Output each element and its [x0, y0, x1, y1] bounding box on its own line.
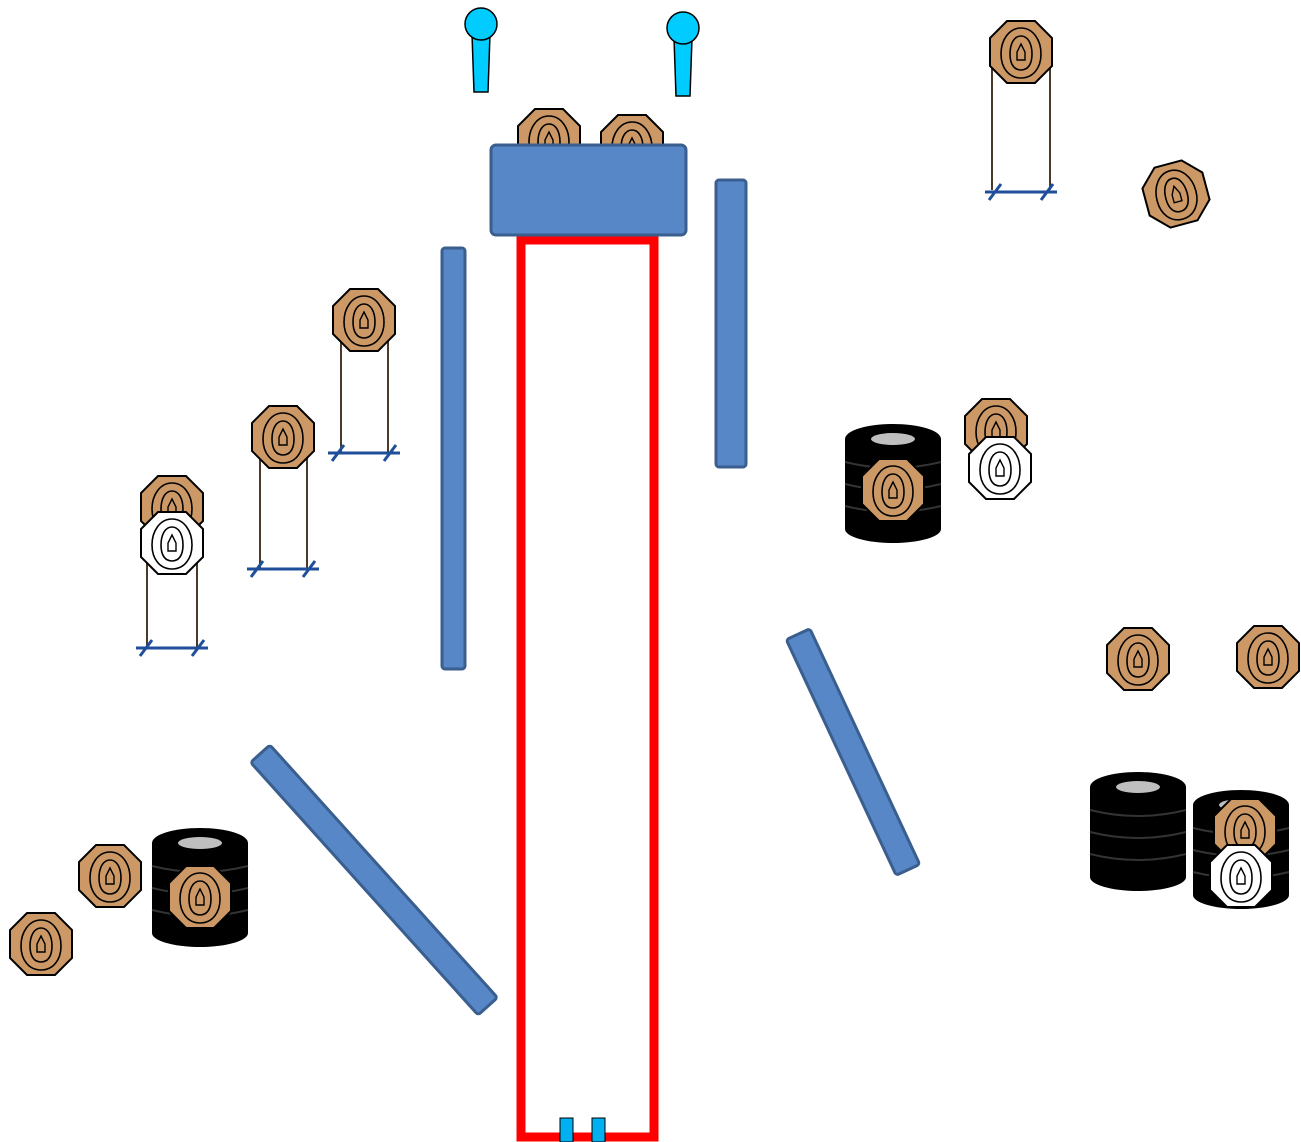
barricade — [489, 143, 688, 237]
wall — [714, 178, 748, 469]
cardboard-target — [1236, 625, 1300, 689]
start-position-marker — [591, 1117, 606, 1142]
cardboard-target — [1106, 627, 1170, 691]
no-shoot-target — [968, 436, 1032, 500]
wall — [250, 744, 498, 1016]
cardboard-target — [332, 288, 396, 352]
cardboard-target — [861, 458, 925, 522]
tire-stack — [1089, 771, 1187, 892]
steel-popper — [464, 7, 498, 93]
start-position-marker — [559, 1117, 574, 1142]
target-stand — [983, 50, 1059, 202]
target-stand — [245, 440, 321, 579]
steel-popper — [666, 11, 700, 97]
wall — [785, 628, 921, 876]
shooting-area — [516, 235, 659, 1142]
cardboard-target — [989, 20, 1053, 84]
no-shoot-target — [1209, 844, 1273, 908]
cardboard-target — [251, 405, 315, 469]
no-shoot-target — [140, 511, 204, 575]
cardboard-target — [78, 844, 142, 908]
cardboard-target — [168, 865, 232, 929]
wall — [440, 246, 467, 671]
cardboard-target — [9, 912, 73, 976]
